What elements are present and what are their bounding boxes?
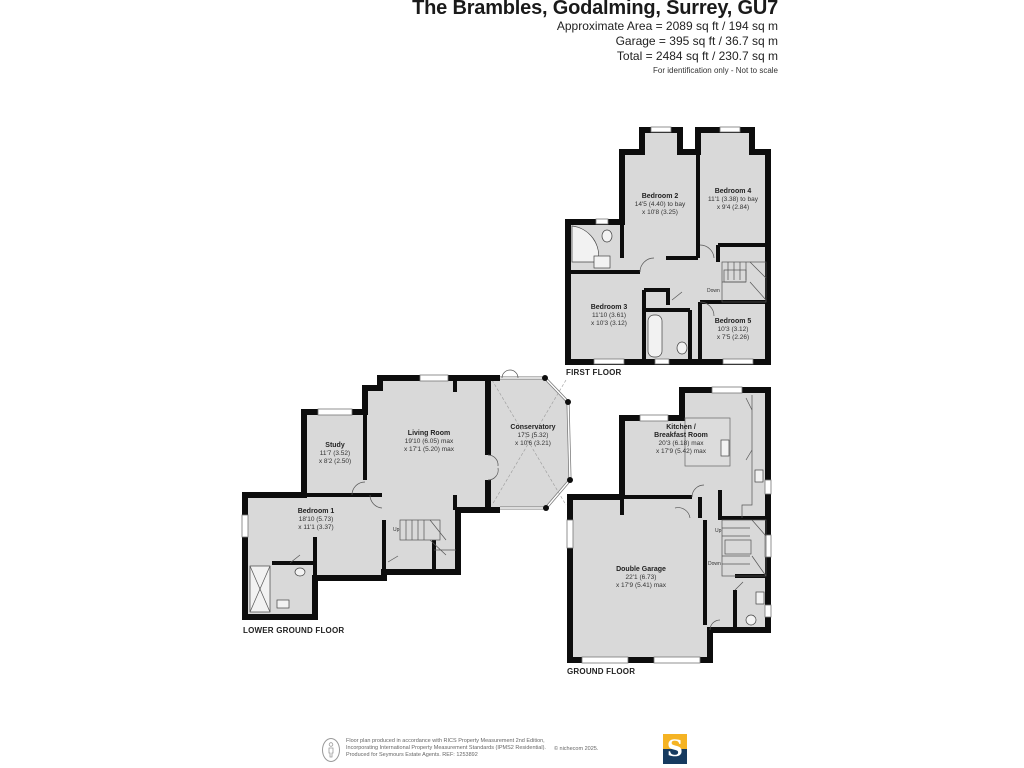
lower-ground-stairs <box>399 519 456 556</box>
copyright: © nichecom 2025. <box>553 746 599 752</box>
floor-label-ground: GROUND FLOOR <box>567 667 636 676</box>
lower-ground-floor-plan <box>241 369 573 620</box>
stairs-up-label-ground: Up <box>715 528 722 534</box>
logo-letter: S <box>667 736 683 762</box>
garage-area: Garage = 395 sq ft / 36.7 sq m <box>615 34 778 48</box>
room-label-kitchen: Kitchen / Breakfast Room 20'3 (6.18) max… <box>654 424 708 455</box>
floor-label-lower-ground: LOWER GROUND FLOOR <box>243 626 345 635</box>
room-label-bedroom-1: Bedroom 1 18'10 (5.73) x 11'1 (3.37) <box>297 508 335 531</box>
person-measurement-icon <box>322 738 340 762</box>
stairs-down-label-first: Down <box>707 288 720 294</box>
ground-floor-plan <box>566 386 772 664</box>
first-floor-stairs <box>721 261 767 303</box>
room-label-conservatory: Conservatory 17'5 (5.32) x 10'6 (3.21) <box>510 424 556 447</box>
total-area: Total = 2484 sq ft / 230.7 sq m <box>616 49 778 63</box>
footer: Floor plan produced in accordance with R… <box>322 738 598 762</box>
floor-label-first: FIRST FLOOR <box>566 368 622 377</box>
footer-text: Floor plan produced in accordance with R… <box>346 738 546 759</box>
room-label-bedroom-3: Bedroom 3 11'10 (3.61) x 10'3 (3.12) <box>590 304 628 327</box>
room-label-bedroom-2: Bedroom 2 14'5 (4.40) to bay x 10'8 (3.2… <box>634 193 686 216</box>
scale-note: For identification only - Not to scale <box>653 66 778 75</box>
property-title: The Brambles, Godalming, Surrey, GU7 <box>412 0 778 19</box>
room-label-bedroom-5: Bedroom 5 10'3 (3.12) x 7'5 (2.26) <box>714 318 752 341</box>
approximate-area: Approximate Area = 2089 sq ft / 194 sq m <box>556 19 778 33</box>
stairs-up-label-lower: Up <box>393 527 400 533</box>
room-label-bedroom-4: Bedroom 4 11'1 (3.38) to bay x 9'4 (2.84… <box>708 188 758 211</box>
ground-floor-stairs <box>721 519 767 577</box>
room-label-study: Study 11'7 (3.52) x 8'2 (2.50) <box>318 442 352 465</box>
seymours-logo: S <box>663 734 687 764</box>
header: The Brambles, Godalming, Surrey, GU7 App… <box>412 0 778 75</box>
stairs-down-label-ground: Down <box>708 561 721 567</box>
room-label-living-room: Living Room 19'10 (6.05) max x 17'1 (5.2… <box>403 430 455 453</box>
room-label-double-garage: Double Garage 22'1 (6.73) x 17'9 (5.41) … <box>615 566 667 589</box>
first-floor-plan <box>565 126 771 365</box>
